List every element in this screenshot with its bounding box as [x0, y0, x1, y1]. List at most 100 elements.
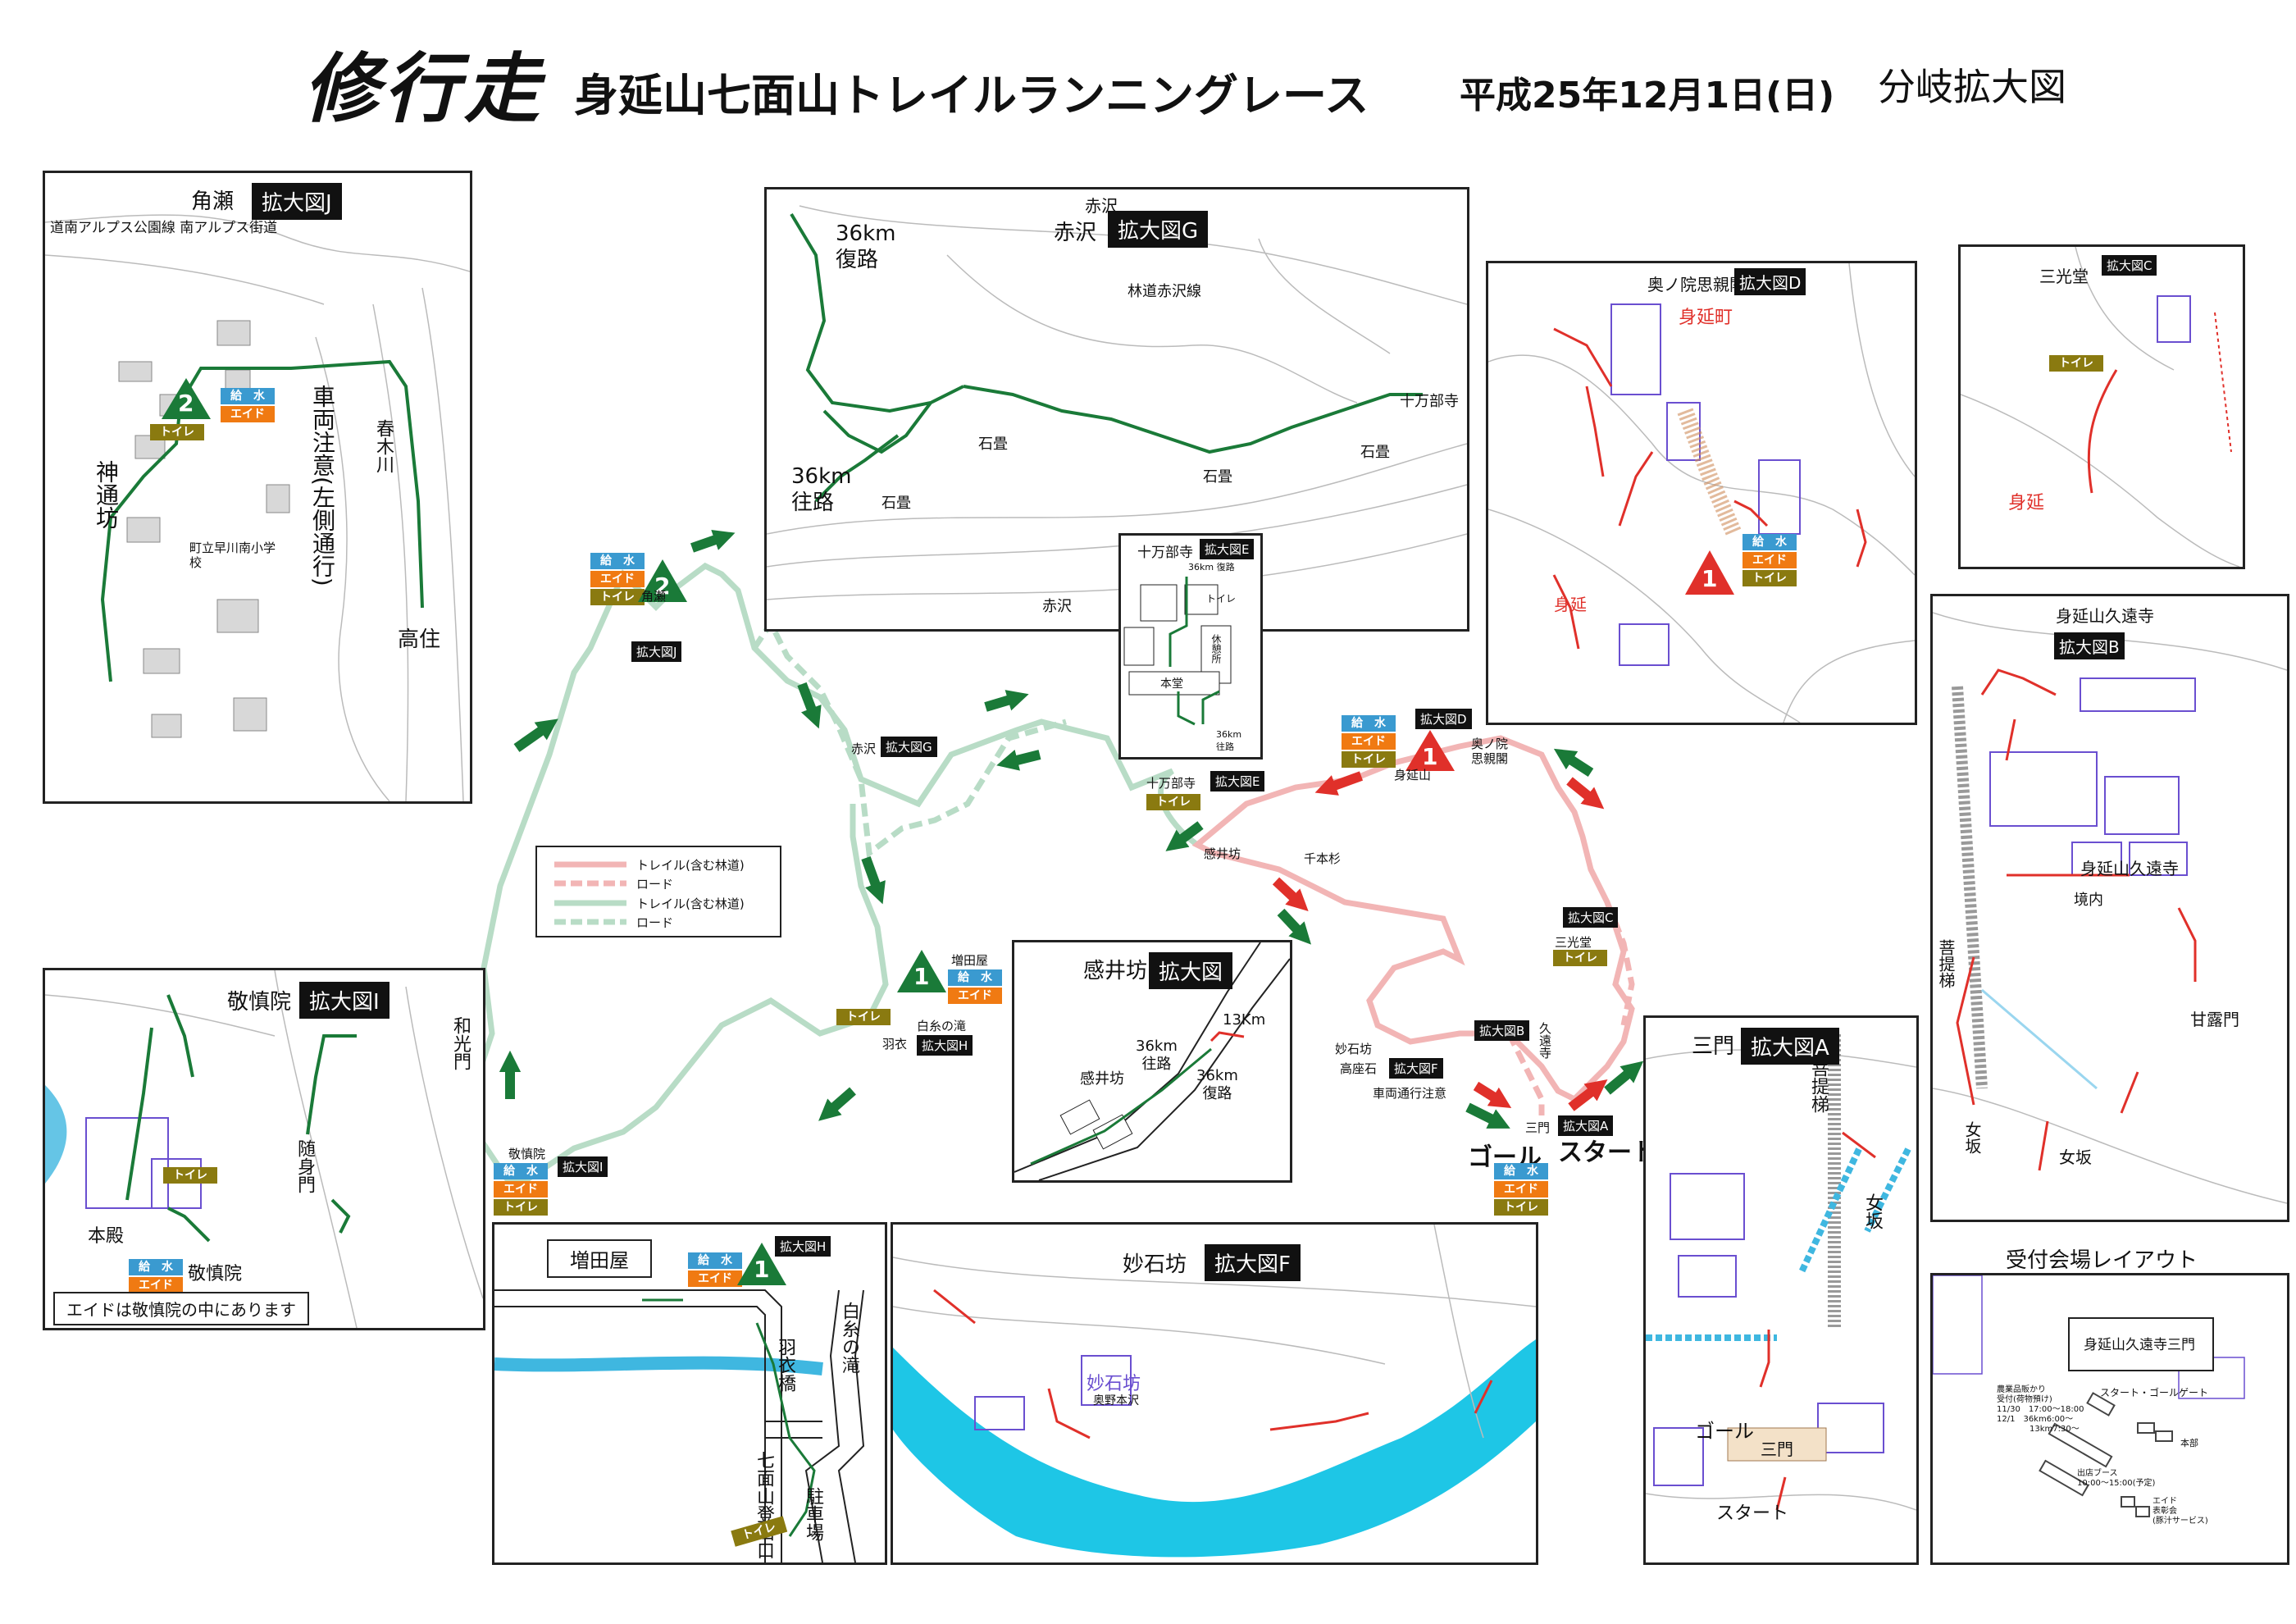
panel-sankodo-c: 三光堂 拡大図C トイレ 身延: [1958, 244, 2245, 569]
kanjo-place: 感井坊: [1083, 959, 1148, 983]
panel-masudaya-h: 増田屋 給 水エイド 1 拡大図H 白糸の滝 羽衣橋 七面山登山口 駐車場 トイ…: [492, 1222, 887, 1565]
b-keidai: 境内: [2074, 892, 2103, 909]
d-minobu-town: 身延町: [1679, 308, 1733, 328]
checkpoint-1-red-marker: 1: [1405, 730, 1455, 771]
a-start: スタート: [1716, 1503, 1789, 1524]
map-type-label: 分岐拡大図: [1878, 65, 2066, 109]
red-direction-arrows: [1272, 771, 1608, 1111]
reception-booth: 出店ブース 10:00～15:00(予定): [2077, 1469, 2156, 1488]
f-sub: 奥野本沢: [1093, 1394, 1139, 1407]
j-checkpoint-2: 2: [162, 378, 211, 419]
jumanbuji-tag: 拡大図E: [1210, 771, 1265, 791]
b-tag: 拡大図B: [2054, 632, 2125, 659]
i-aid-note: エイドは敬慎院の中にあります: [53, 1292, 309, 1325]
minobusan-label: 身延山: [1394, 768, 1432, 782]
akasawa-label: 赤沢: [851, 741, 877, 756]
i-tag: 拡大図Ⅰ: [299, 982, 390, 1019]
j-road-label: 道南アルプス公園線 南アルプス街道: [50, 220, 278, 236]
takazaseki-label: 高座石: [1340, 1061, 1378, 1076]
sanmon-label: 三門: [1525, 1120, 1551, 1135]
f-temple: 妙石坊: [1086, 1374, 1141, 1394]
panel-kanjobo: 感井坊 拡大図 13Km 36km 往路 36km 復路 感井坊: [1012, 940, 1292, 1183]
a-bodaitei: 菩提梯: [1808, 1059, 1829, 1113]
g-ishidatami-1: 石畳: [882, 495, 911, 512]
e-hondo: 本堂: [1160, 677, 1183, 691]
kuonji-label: 久遠寺: [1538, 1022, 1552, 1059]
i-aid-badges: 給 水エイド: [129, 1259, 183, 1295]
start-label: スタート: [1558, 1138, 1656, 1167]
sankodo-toilet-badge: トイレ: [1553, 950, 1607, 968]
green-trail-route: [455, 562, 1200, 1184]
kanjobo-label: 感井坊: [1204, 846, 1241, 861]
masudaya-aid-badges: 給 水エイド: [948, 969, 1002, 1006]
a-place: 三門: [1692, 1034, 1735, 1059]
e-place: 十万部寺: [1137, 545, 1193, 561]
goal-aid-badges: 給 水エイドトイレ: [1494, 1163, 1548, 1217]
panel-myosekibo-f: 妙石坊 拡大図F 妙石坊 奥野本沢: [891, 1222, 1538, 1565]
d-place: 奥ノ院思親閣: [1647, 275, 1746, 294]
g-out-route: 36km 往路: [791, 464, 852, 515]
kakuse-tag: 拡大図J: [631, 641, 682, 662]
e-route-top: 36km 復路: [1188, 562, 1235, 573]
g-ishidatami-2: 石畳: [978, 436, 1008, 453]
race-date: 平成25年12月1日(日): [1460, 75, 1835, 116]
h-aid-badges: 給 水エイド: [688, 1252, 742, 1289]
g-return-route: 36km 復路: [836, 221, 896, 272]
f-place: 妙石坊: [1123, 1252, 1187, 1277]
d-tag: 拡大図D: [1734, 268, 1806, 295]
keishinin-tag: 拡大図I: [558, 1156, 608, 1177]
hagoromo-toilet-badge: トイレ: [836, 1009, 891, 1027]
i-place: 敬慎院: [227, 990, 292, 1015]
reception-temple: 身延山久遠寺三門: [2084, 1337, 2195, 1353]
j-aid-badges: 給 水エイド: [221, 388, 275, 424]
h-bridge: 羽衣橋: [775, 1338, 795, 1392]
green-direction-arrows: [499, 529, 1644, 1129]
g-ishidatami-4: 石畳: [1360, 444, 1390, 461]
g-ishidatami-3: 石畳: [1203, 468, 1232, 486]
caution-label: 車両通行注意: [1373, 1086, 1447, 1101]
akasawa-tag: 拡大図G: [881, 737, 937, 757]
j-haruki-label: 春木川: [373, 419, 394, 473]
i-keishinin: 敬慎院: [188, 1264, 243, 1284]
g-tag: 拡大図G: [1108, 211, 1209, 248]
h-taki: 白糸の滝: [839, 1302, 859, 1374]
panel-okunoin-d: 奥ノ院思親閣 拡大図D 身延町 身延 1 給 水エイドトイレ: [1486, 261, 1917, 725]
keishinin-aid-badges: 給 水エイドトイレ: [494, 1163, 548, 1217]
keishinin-label: 敬慎院: [508, 1147, 546, 1161]
kanjo-36km-out: 36km 往路: [1136, 1038, 1178, 1073]
myosekibo-tag: 拡大図F: [1389, 1058, 1443, 1079]
e-rest: 休憩所: [1210, 634, 1222, 664]
h-trailhead: 七面山登山口: [754, 1451, 774, 1559]
h-checkpoint-1: 1: [737, 1243, 786, 1285]
senbonsugi-label: 千本杉: [1304, 851, 1342, 866]
reception-desk: 農業品販かり 受付(荷物預け) 11/30 17:00～18:00 12/1 3…: [1997, 1385, 2084, 1434]
c-place: 三光堂: [2039, 267, 2089, 286]
b-place: 身延山久遠寺: [2056, 606, 2154, 626]
kanjo-tag: 拡大図: [1149, 952, 1233, 989]
legend-green-road: ロード: [636, 915, 674, 930]
b-onnazaka-1: 女坂: [1962, 1121, 1982, 1154]
panel-akasawa-g: 赤沢 拡大図G 赤沢 36km 復路 36km 往路 石畳 石畳 石畳 石畳 十…: [764, 187, 1469, 632]
hagoromo-tag: 拡大図H: [917, 1035, 973, 1056]
a-tag: 拡大図A: [1741, 1028, 1839, 1065]
h-tag: 拡大図H: [775, 1236, 831, 1257]
a-sanmon: 三門: [1761, 1439, 1793, 1459]
legend-green-trail: トレイル(含む林道): [636, 896, 745, 911]
i-honden: 本殿: [88, 1226, 125, 1247]
panel-jumanbuji-e: 十万部寺 拡大図E 36km 復路 トイレ 休憩所 本堂 36km 往路: [1118, 533, 1263, 760]
checkpoint-1-green-marker: 1: [897, 950, 946, 992]
e-tag: 拡大図E: [1200, 539, 1255, 559]
c-minobu: 身延: [2008, 493, 2045, 513]
kakuse-aid-badges: 給 水エイドトイレ: [590, 553, 645, 607]
legend-pink-road: ロード: [636, 877, 674, 892]
okunoin-aid-badges: 給 水エイドトイレ: [1342, 715, 1396, 769]
panel-reception-layout: 身延山久遠寺三門 スタート・ゴールゲート 農業品販かり 受付(荷物預け) 11/…: [1930, 1273, 2289, 1565]
kakuse-label: 角瀬: [641, 589, 667, 604]
reception-aid: エイド 表彰会 (豚汁サービス): [2152, 1497, 2208, 1526]
c-tag: 拡大図C: [2102, 255, 2157, 276]
j-toilet-badge: トイレ: [150, 424, 204, 442]
kuonji-tag: 拡大図B: [1474, 1020, 1530, 1041]
j-school-label: 町立早川南小学校: [189, 541, 276, 570]
j-takasumi-label: 高住: [398, 627, 441, 652]
